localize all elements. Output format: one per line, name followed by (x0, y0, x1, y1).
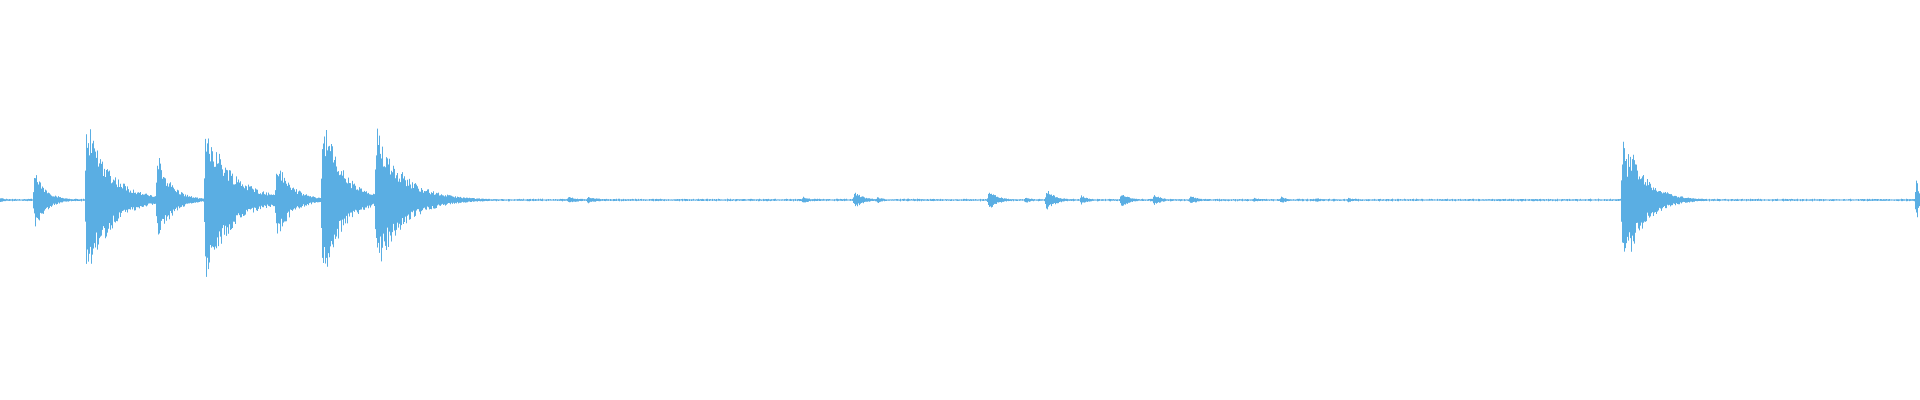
waveform-samples (0, 128, 1920, 277)
